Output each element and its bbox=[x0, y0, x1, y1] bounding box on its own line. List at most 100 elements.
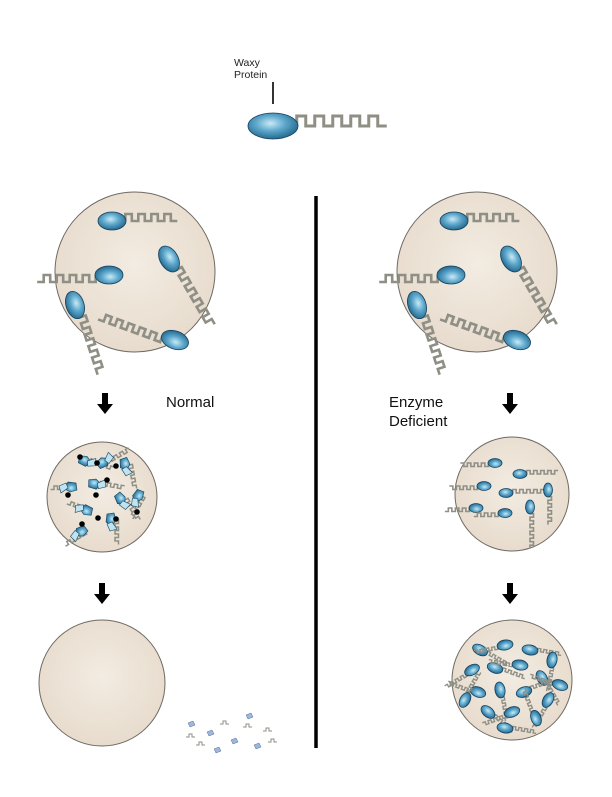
protein-tail bbox=[511, 725, 537, 735]
protein-head bbox=[497, 508, 513, 518]
normal-debris bbox=[186, 712, 277, 754]
protein-head bbox=[480, 705, 496, 719]
protein-tail bbox=[379, 273, 440, 284]
protein-fragment bbox=[105, 512, 118, 532]
legend-label-line2: Protein bbox=[234, 69, 268, 81]
arrow-head bbox=[97, 404, 113, 414]
protein-tail bbox=[97, 313, 164, 344]
protein-head bbox=[458, 692, 472, 708]
protein-tail bbox=[488, 658, 514, 668]
protein-head bbox=[97, 211, 127, 231]
protein-head bbox=[464, 663, 480, 677]
tail-line bbox=[501, 666, 525, 680]
protein-head bbox=[247, 112, 299, 140]
debris-fragment bbox=[263, 727, 272, 732]
arrow-shaft bbox=[99, 583, 105, 595]
debris-fragment bbox=[186, 733, 195, 738]
protein-head bbox=[511, 659, 529, 671]
debris-fragment bbox=[206, 729, 215, 737]
arrow-shaft bbox=[507, 583, 513, 595]
waxy-protein bbox=[460, 458, 503, 468]
protein-tail bbox=[420, 313, 447, 376]
tail-line bbox=[529, 512, 535, 549]
protein-head bbox=[476, 481, 492, 491]
enzyme-dot bbox=[93, 492, 99, 498]
tail-line bbox=[522, 688, 534, 713]
protein-tail bbox=[530, 673, 554, 687]
protein-tail bbox=[449, 485, 479, 491]
waxy-protein bbox=[525, 499, 535, 549]
protein-tail bbox=[174, 265, 216, 325]
tail-line bbox=[482, 714, 507, 726]
waxy-protein bbox=[449, 481, 492, 491]
normal-label: Normal bbox=[166, 394, 215, 411]
waxy-protein bbox=[37, 265, 124, 285]
debris-fragment bbox=[213, 746, 222, 754]
debris-fragment bbox=[245, 712, 254, 720]
tail-line bbox=[124, 497, 141, 520]
fragment-shape bbox=[58, 482, 69, 494]
waxy-protein bbox=[97, 313, 189, 351]
protein-head bbox=[496, 639, 514, 651]
normal-starch-granule-degraded bbox=[38, 619, 166, 747]
protein-head bbox=[468, 503, 484, 513]
protein-head bbox=[546, 651, 558, 669]
tail-line bbox=[37, 273, 97, 284]
protein-fragment bbox=[131, 488, 145, 508]
arrow-shaft bbox=[507, 393, 513, 405]
tail-line bbox=[449, 485, 479, 491]
waxy-protein bbox=[379, 265, 466, 285]
tail-line bbox=[525, 469, 559, 475]
tail-line bbox=[97, 313, 164, 344]
protein-head bbox=[94, 265, 124, 285]
tail-line bbox=[465, 212, 520, 223]
waxy-protein bbox=[522, 688, 542, 727]
waxy-protein bbox=[439, 211, 520, 231]
fragment-shape bbox=[70, 529, 80, 543]
protein-tail bbox=[473, 512, 500, 518]
protein-tail bbox=[465, 212, 520, 223]
tail-line bbox=[511, 725, 537, 735]
protein-head bbox=[407, 290, 427, 320]
tail-line bbox=[439, 313, 506, 344]
tail-line bbox=[78, 313, 105, 376]
debris-fragment bbox=[268, 738, 277, 743]
protein-tail bbox=[124, 212, 178, 223]
protein-head bbox=[503, 329, 531, 351]
tail-line bbox=[444, 507, 471, 513]
protein-tail bbox=[522, 688, 534, 713]
waxy-protein bbox=[488, 658, 529, 671]
enzyme-dot bbox=[77, 454, 83, 460]
arrow-head bbox=[94, 594, 110, 604]
protein-fragment bbox=[70, 525, 89, 543]
protein-head bbox=[525, 499, 535, 515]
waxy-protein bbox=[482, 706, 521, 726]
protein-head bbox=[494, 681, 506, 699]
protein-tail bbox=[37, 273, 97, 284]
waxy-protein bbox=[473, 508, 513, 518]
protein-head bbox=[543, 482, 553, 498]
protein-tail bbox=[482, 714, 507, 726]
protein-head bbox=[487, 458, 503, 468]
protein-tail bbox=[517, 265, 558, 325]
debris-fragment bbox=[187, 720, 196, 728]
protein-fragment bbox=[119, 457, 133, 477]
protein-tail bbox=[525, 469, 559, 475]
normal-starch-granule-large bbox=[54, 191, 216, 353]
protein-fragment bbox=[114, 491, 132, 510]
tail-line bbox=[536, 647, 562, 657]
tail-line bbox=[174, 265, 216, 325]
protein-head bbox=[551, 679, 569, 691]
protein-fragment bbox=[88, 478, 107, 490]
protein-tail bbox=[124, 497, 141, 520]
protein-head bbox=[496, 722, 514, 734]
arrow-head bbox=[502, 404, 518, 414]
enzyme-deficient-label-line2: Deficient bbox=[389, 413, 448, 430]
protein-head bbox=[530, 709, 542, 727]
enzyme-dot bbox=[104, 477, 110, 483]
fragment-shape bbox=[121, 466, 133, 477]
protein-tail bbox=[473, 646, 499, 654]
tail-line bbox=[485, 650, 508, 667]
enzyme-dot bbox=[94, 460, 100, 466]
tail-line bbox=[460, 462, 490, 468]
